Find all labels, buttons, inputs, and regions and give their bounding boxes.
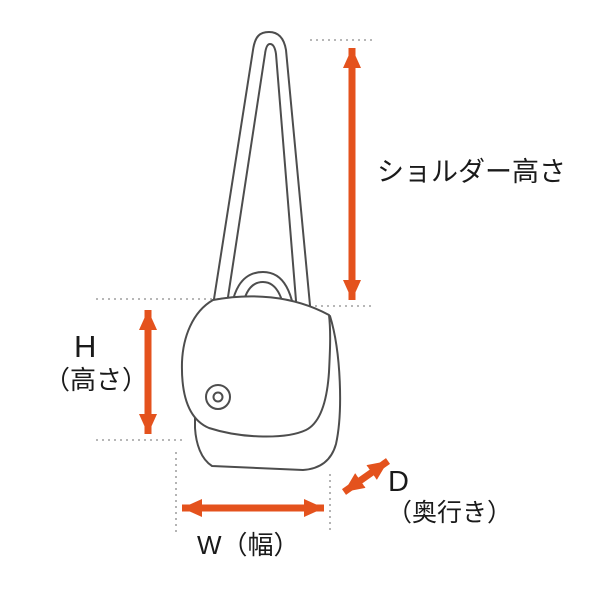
height-label-letter: H [74,329,97,364]
bag-flap [180,295,332,438]
measurement-arrows [139,48,391,517]
depth-arrow [341,458,391,495]
bag-illustration [180,31,342,471]
depth-label-letter: D [388,466,409,498]
height-label-sub: （高さ） [44,365,149,395]
guide-lines [96,39,372,534]
width-label: W（幅） [197,530,300,560]
depth-label-sub: （奥行き） [387,499,513,527]
shoulder-height-label: ショルダー高さ [377,157,566,187]
shoulder-strap [213,31,312,317]
clasp-button [205,384,231,410]
